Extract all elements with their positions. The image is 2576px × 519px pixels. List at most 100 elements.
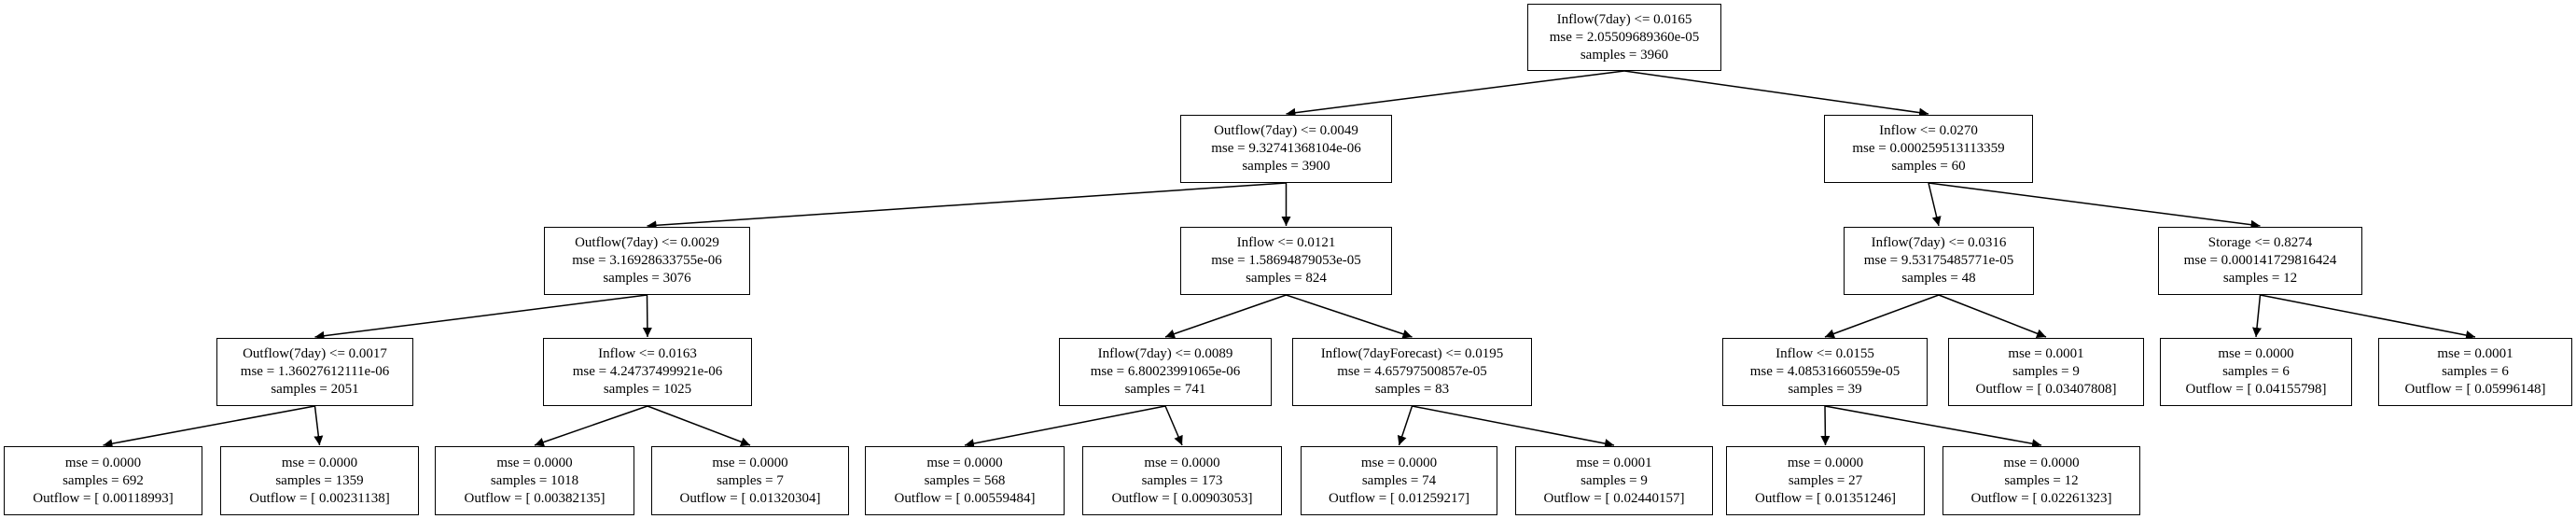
node-text-line: Inflow <= 0.0270 (1879, 123, 1978, 138)
tree-node-n7: Outflow(7day) <= 0.0017 mse = 1.360276121… (216, 338, 413, 406)
node-text-line: mse = 4.65797500857e-05 (1337, 364, 1487, 379)
tree-edge-n8-n18 (647, 405, 751, 447)
node-text-line: mse = 6.80023991065e-06 (1090, 364, 1241, 379)
node-text-line: mse = 0.0000 (1360, 455, 1438, 470)
node-text-line: samples = 12 (2004, 472, 2079, 488)
node-text-line: samples = 824 (1246, 271, 1327, 286)
node-text-line: mse = 3.16928633755e-06 (572, 253, 722, 268)
node-text-line: samples = 83 (1374, 382, 1450, 397)
node-text-line: samples = 568 (924, 472, 1006, 488)
tree-node-n6: Storage <= 0.8274 mse = 0.000141729816424… (2158, 227, 2362, 295)
tree-edge-n5-n11 (1824, 294, 1940, 339)
node-text-line: samples = 3900 (1242, 159, 1330, 174)
node-text-line: mse = 0.0000 (2003, 455, 2080, 470)
node-text-line: samples = 48 (1901, 271, 1976, 286)
tree-node-n24: mse = 0.0000 samples = 12 Outflow = [ 0.02… (1942, 446, 2140, 515)
node-text-line: Inflow(7dayForecast) <= 0.0195 (1320, 346, 1504, 361)
node-text-line: samples = 1359 (275, 472, 364, 488)
node-text-line: samples = 741 (1124, 382, 1206, 397)
node-text-line: samples = 27 (1788, 472, 1863, 488)
node-text-line: samples = 39 (1788, 382, 1862, 397)
node-text-line: Outflow = [ 0.03407808] (1975, 382, 2117, 397)
node-text-line: Outflow(7day) <= 0.0029 (575, 235, 719, 250)
node-text-line: mse = 0.0000 (926, 455, 1003, 470)
node-text-line: Inflow <= 0.0155 (1775, 346, 1874, 361)
node-text-line: mse = 0.0000 (496, 455, 573, 470)
node-text-line: Inflow(7day) <= 0.0316 (1871, 235, 2007, 250)
node-text-line: samples = 74 (1361, 472, 1437, 488)
node-text-line: samples = 1018 (490, 472, 579, 488)
tree-edge-n3-n8 (642, 294, 652, 338)
node-text-line: mse = 0.0000 (1787, 455, 1864, 470)
node-text-line: mse = 0.0000 (712, 455, 788, 470)
tree-edge-n1-n3 (647, 182, 1287, 231)
node-text-line: mse = 9.32741368104e-06 (1211, 141, 1361, 156)
tree-edge-n11-n23 (1820, 405, 1831, 446)
tree-node-n3: Outflow(7day) <= 0.0029 mse = 3.169286337… (544, 227, 750, 295)
node-text-line: samples = 173 (1141, 472, 1223, 488)
node-text-line: Outflow = [ 0.00231138] (249, 490, 390, 506)
node-text-line: mse = 1.36027612111e-06 (240, 364, 390, 379)
tree-edge-n4-n9 (1164, 294, 1287, 339)
tree-edge-n3-n7 (314, 294, 647, 341)
node-text-line: samples = 692 (63, 472, 144, 488)
node-text-line: Storage <= 0.8274 (2207, 235, 2313, 250)
tree-edge-n7-n16 (313, 405, 324, 446)
node-text-line: mse = 0.0001 (1576, 455, 1652, 470)
node-text-line: Outflow = [ 0.01259217] (1329, 490, 1469, 506)
tree-edge-n11-n24 (1824, 405, 2042, 449)
node-text-line: mse = 0.000259513113359 (1852, 141, 2005, 156)
node-text-line: Outflow = [ 0.00382135] (464, 490, 606, 506)
node-text-line: samples = 12 (2222, 271, 2298, 286)
tree-edge-n0-n1 (1286, 70, 1625, 118)
tree-edge-n10-n21 (1397, 405, 1413, 446)
node-text-line: samples = 1025 (603, 382, 692, 397)
tree-node-n5: Inflow(7day) <= 0.0316 mse = 9.5317548577… (1844, 227, 2034, 295)
node-text-line: mse = 4.24737499921e-06 (572, 364, 723, 379)
tree-edge-n6-n13 (2252, 294, 2262, 338)
node-text-line: Outflow = [ 0.02440157] (1543, 490, 1685, 506)
node-text-line: Outflow = [ 0.00559484] (894, 490, 1036, 506)
tree-edge-n9-n20 (1164, 405, 1183, 446)
node-text-line: samples = 3960 (1580, 47, 1669, 63)
node-text-line: Inflow <= 0.0163 (598, 346, 697, 361)
node-text-line: samples = 3076 (603, 271, 691, 286)
node-text-line: mse = 0.0000 (281, 455, 358, 470)
node-text-line: Outflow = [ 0.00903053] (1111, 490, 1253, 506)
node-text-line: samples = 6 (2222, 364, 2290, 379)
node-text-line: mse = 0.0000 (2218, 346, 2294, 361)
node-text-line: mse = 0.0000 (1144, 455, 1220, 470)
node-text-line: Inflow(7day) <= 0.0165 (1556, 11, 1692, 27)
node-text-line: mse = 0.0001 (2008, 346, 2084, 361)
tree-node-n23: mse = 0.0000 samples = 27 Outflow = [ 0.01… (1726, 446, 1925, 515)
node-text-line: mse = 0.0001 (2437, 346, 2513, 361)
node-text-line: mse = 0.0000 (64, 455, 142, 470)
tree-edge-n9-n19 (964, 405, 1166, 448)
node-text-line: Outflow(7day) <= 0.0017 (243, 346, 387, 361)
tree-node-n21: mse = 0.0000 samples = 74 Outflow = [ 0.01… (1301, 446, 1497, 515)
node-text-line: Outflow = [ 0.01351246] (1755, 490, 1896, 506)
tree-edge-n2-n6 (1928, 182, 2261, 230)
node-text-line: mse = 0.000141729816424 (2183, 253, 2337, 268)
node-text-line: Outflow = [ 0.02261323] (1970, 490, 2112, 506)
node-text-line: Outflow = [ 0.05996148] (2404, 382, 2546, 397)
node-text-line: mse = 9.53175485771e-05 (1863, 253, 2014, 268)
node-text-line: Outflow = [ 0.04155798] (2185, 382, 2327, 397)
node-text-line: samples = 2051 (271, 382, 359, 397)
tree-edge-n6-n14 (2260, 294, 2476, 340)
tree-edge-n0-n2 (1623, 70, 1929, 118)
node-text-line: mse = 1.58694879053e-05 (1211, 253, 1361, 268)
node-text-line: Inflow <= 0.0121 (1236, 235, 1336, 250)
tree-node-n8: Inflow <= 0.0163 mse = 4.24737499921e-06 s… (543, 338, 752, 406)
